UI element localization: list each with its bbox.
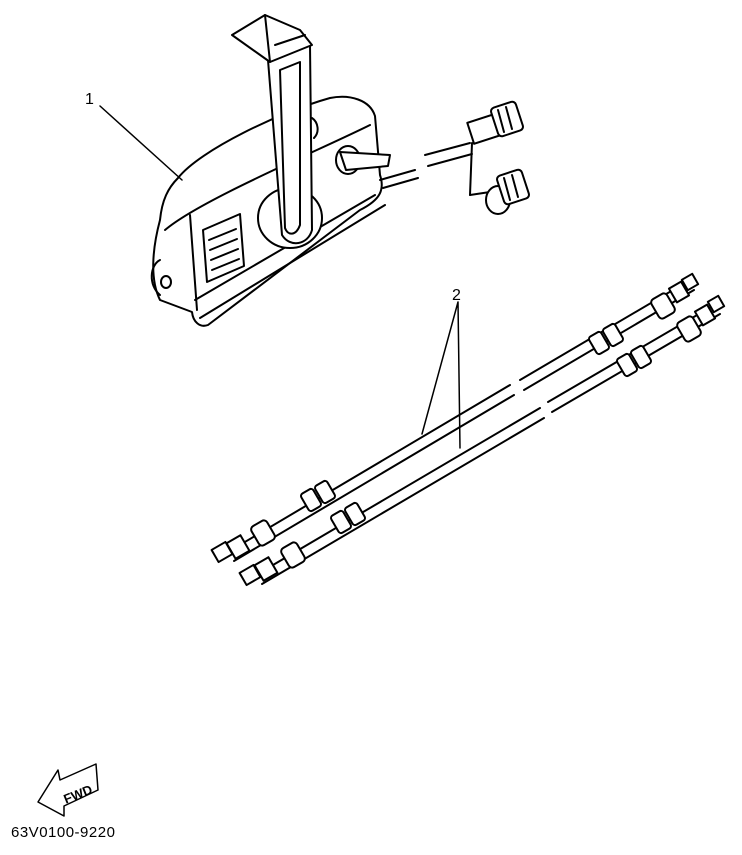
- drawing-code: 63V0100-9220: [11, 824, 116, 841]
- callout-2-leader: [421, 301, 461, 449]
- forward-direction-badge: FWD: [37, 763, 99, 817]
- callout-1-number: 1: [85, 91, 94, 108]
- callout-1-leader: [99, 105, 183, 181]
- control-cables: [210, 272, 726, 587]
- callout-2-number: 2: [452, 287, 461, 304]
- wiring-harness: [424, 100, 530, 215]
- remote-control-box: [150, 14, 419, 327]
